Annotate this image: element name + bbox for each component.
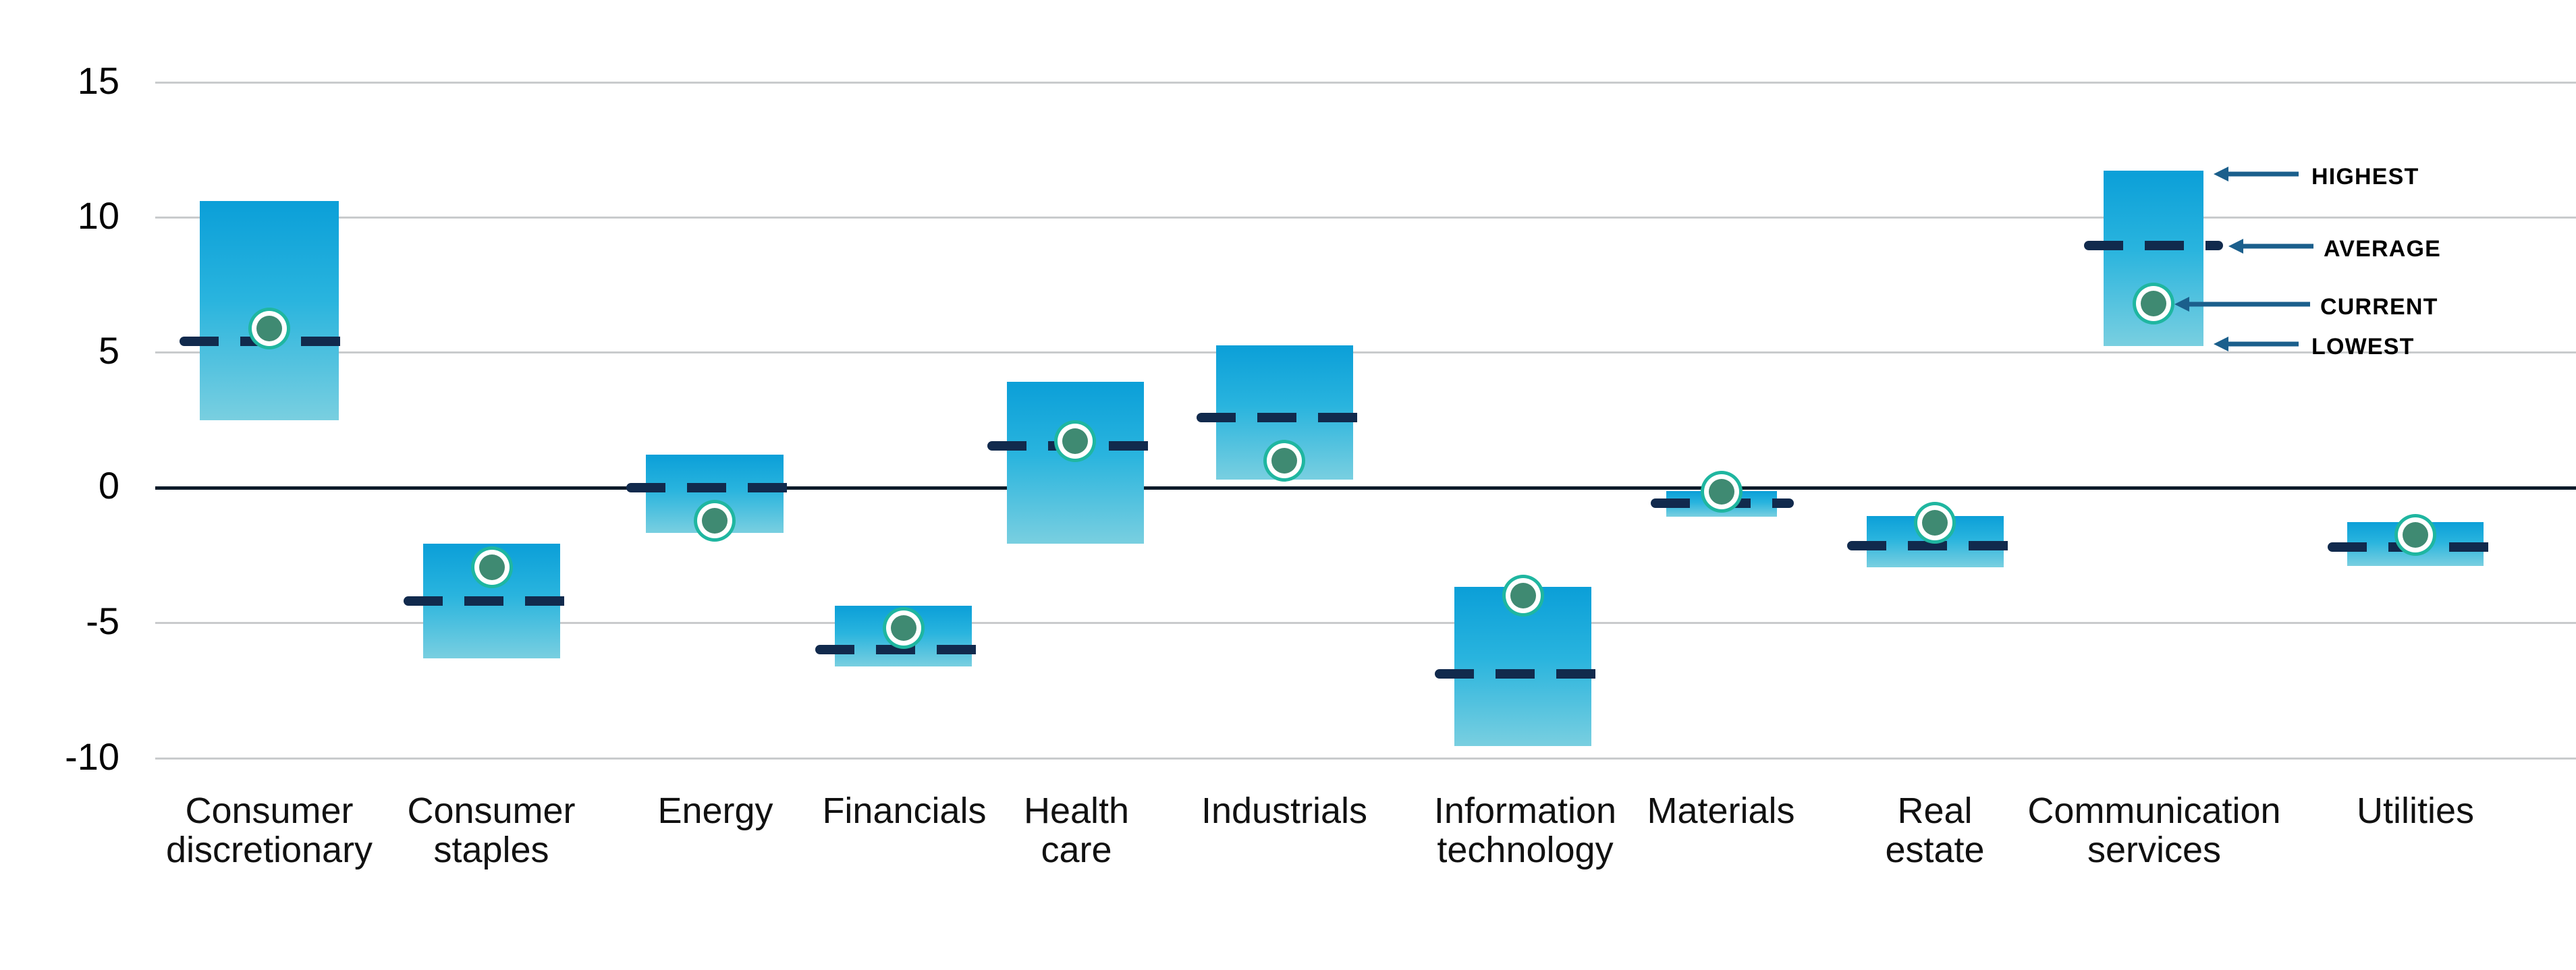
current-marker-industrials — [1271, 448, 1297, 474]
gridline-minus5 — [155, 622, 2576, 624]
y-tick-label-10: 10 — [77, 194, 119, 237]
x-axis-label-line-2: care — [1041, 830, 1112, 871]
x-axis-label-line-2: discretionary — [165, 830, 373, 871]
x-axis-label-financials: Financials — [796, 791, 1012, 831]
y-tick-label-5: 5 — [98, 329, 119, 372]
x-axis-label-line-1: Information — [1433, 791, 1617, 831]
x-axis-label-information-technology: Information technology — [1390, 791, 1660, 870]
average-arrow-icon — [2228, 239, 2313, 254]
current-marker-utilities — [2403, 522, 2428, 548]
x-axis-label-line-1: Health — [1023, 791, 1130, 831]
x-axis-label-consumer-staples: Consumer staples — [383, 791, 599, 870]
x-axis-label-line-1: Consumer — [185, 791, 354, 831]
average-line-communication-services — [2084, 241, 2223, 250]
highest-arrow-icon — [2214, 167, 2299, 181]
y-tick-label-0: 0 — [98, 464, 119, 507]
current-marker-information-technology — [1510, 583, 1536, 608]
zero-line — [155, 486, 2576, 490]
x-axis-label-line-1: Industrials — [1201, 791, 1368, 831]
range-bar-communication-services — [2104, 171, 2203, 346]
average-line-energy — [626, 483, 806, 492]
y-tick-label-15: 15 — [77, 59, 119, 102]
average-line-industrials — [1197, 413, 1376, 422]
x-axis-label-line-1: Communication — [2027, 791, 2281, 831]
range-bar-consumer-discretionary — [200, 201, 339, 420]
lowest-arrow-icon — [2214, 337, 2299, 351]
gridline-15 — [155, 82, 2576, 84]
y-tick-label-minus5: -5 — [86, 600, 119, 642]
current-marker-energy — [702, 508, 728, 534]
current-marker-financials — [891, 615, 916, 641]
x-axis-label-energy: Energy — [611, 791, 820, 831]
x-axis-label-line-1: Utilities — [2356, 791, 2475, 831]
legend-label-highest: HIGHEST — [2311, 164, 2419, 190]
average-line-consumer-staples — [404, 596, 583, 606]
average-line-real-estate — [1847, 541, 2027, 550]
x-axis-label-line-2: services — [2087, 830, 2222, 871]
range-bar-information-technology — [1454, 587, 1591, 746]
x-axis-label-line-2: estate — [1885, 830, 1985, 871]
x-axis-label-line-1: Consumer — [407, 791, 576, 831]
gridline-5 — [155, 351, 2576, 353]
current-marker-materials — [1709, 479, 1734, 505]
current-marker-health-care — [1062, 428, 1088, 454]
current-arrow-icon — [2174, 297, 2310, 312]
y-tick-label-minus10: -10 — [65, 735, 119, 778]
legend-label-lowest: LOWEST — [2311, 334, 2415, 360]
gridline-minus10 — [155, 758, 2576, 760]
current-marker-consumer-staples — [479, 554, 505, 580]
x-axis-label-health-care: Health care — [982, 791, 1171, 870]
x-axis-label-materials: Materials — [1616, 791, 1826, 831]
average-line-information-technology — [1435, 669, 1614, 679]
x-axis-label-real-estate: Real estate — [1840, 791, 2029, 870]
current-marker-real-estate — [1922, 510, 1948, 536]
x-axis-label-line-1: Financials — [822, 791, 987, 831]
gridline-10 — [155, 217, 2576, 219]
range-bar-health-care — [1007, 382, 1144, 544]
x-axis-label-line-1: Energy — [657, 791, 773, 831]
x-axis-label-consumer-discretionary: Consumer discretionary — [132, 791, 406, 870]
x-axis-label-utilities: Utilities — [2311, 791, 2520, 831]
x-axis-label-line-2: technology — [1437, 830, 1614, 871]
legend-label-current: CURRENT — [2320, 294, 2438, 320]
x-axis-label-line-1: Materials — [1647, 791, 1795, 831]
legend-label-average: AVERAGE — [2324, 236, 2442, 262]
current-marker-communication-services — [2141, 291, 2166, 316]
average-line-financials — [815, 645, 995, 654]
average-line-consumer-discretionary — [180, 337, 359, 346]
x-axis-label-communication-services: Communication services — [2011, 791, 2297, 870]
x-axis-label-line-1: Real — [1897, 791, 1973, 831]
x-axis-label-industrials: Industrials — [1176, 791, 1392, 831]
x-axis-label-line-2: staples — [433, 830, 549, 871]
current-marker-consumer-discretionary — [256, 316, 282, 341]
